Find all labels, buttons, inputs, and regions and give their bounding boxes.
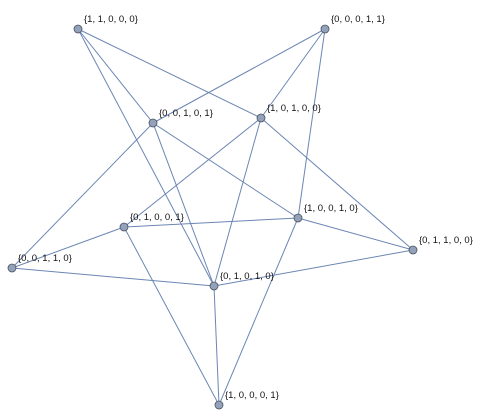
graph-edge-v1-v3 <box>260 28 326 119</box>
graph-edge-v2-v6 <box>11 122 154 269</box>
graph-vertex-v8 <box>209 281 219 291</box>
graph-edge-v3-v7 <box>260 117 414 251</box>
graph-edge-v5-v7 <box>297 217 414 251</box>
graph-edge-v1-v2 <box>152 28 326 124</box>
graph-vertex-v1 <box>320 24 330 34</box>
vertex-label-v9: {1, 0, 0, 0, 1} <box>225 390 279 401</box>
graph-vertex-v5 <box>293 213 303 223</box>
graph-edge-v6-v8 <box>11 267 215 287</box>
graph-edge-v8-v9 <box>213 285 220 406</box>
graph-vertex-v4 <box>119 222 129 232</box>
graph-vertex-v3 <box>256 113 266 123</box>
graph-vertex-v0 <box>73 24 83 34</box>
graph-edge-v4-v9 <box>123 226 220 406</box>
vertex-label-v0: {1, 1, 0, 0, 0} <box>84 14 138 25</box>
graph-edge-v5-v9 <box>218 217 299 406</box>
graph-edge-v7-v8 <box>213 249 414 287</box>
vertex-label-v7: {0, 1, 1, 0, 0} <box>419 235 473 246</box>
graph-edge-v0-v8 <box>77 28 215 287</box>
graph-edge-v3-v4 <box>123 117 262 228</box>
vertex-label-v8: {0, 1, 0, 1, 0} <box>220 271 274 282</box>
graph-vertex-v2 <box>148 118 158 128</box>
graph-vertex-v9 <box>214 400 224 410</box>
label-layer: {1, 1, 0, 0, 0} {0, 0, 0, 1, 1} {0, 0, 1, … <box>18 14 473 401</box>
graph-edge-v3-v8 <box>213 117 262 287</box>
vertex-label-v3: {1, 0, 1, 0, 0} <box>267 103 321 114</box>
graph-edge-v4-v6 <box>11 226 125 269</box>
vertex-label-v6: {0, 0, 1, 1, 0} <box>18 253 72 264</box>
edge-layer <box>11 28 414 406</box>
vertex-label-v5: {1, 0, 0, 1, 0} <box>304 203 358 214</box>
graph-edge-v4-v5 <box>123 217 299 228</box>
graph-edge-v2-v8 <box>152 122 215 287</box>
graph-edge-v0-v2 <box>77 28 154 124</box>
vertex-label-v4: {0, 1, 0, 0, 1} <box>130 212 184 223</box>
graph-vertex-v6 <box>7 263 17 273</box>
graph-edge-v0-v3 <box>77 28 262 119</box>
graph-edge-v2-v5 <box>152 122 299 219</box>
graph-vertex-v7 <box>408 245 418 255</box>
vertex-label-v2: {0, 0, 1, 0, 1} <box>159 108 213 119</box>
vertex-label-v1: {0, 0, 0, 1, 1} <box>331 14 385 25</box>
graph-edge-v1-v5 <box>297 28 326 219</box>
vertex-layer <box>7 24 418 410</box>
